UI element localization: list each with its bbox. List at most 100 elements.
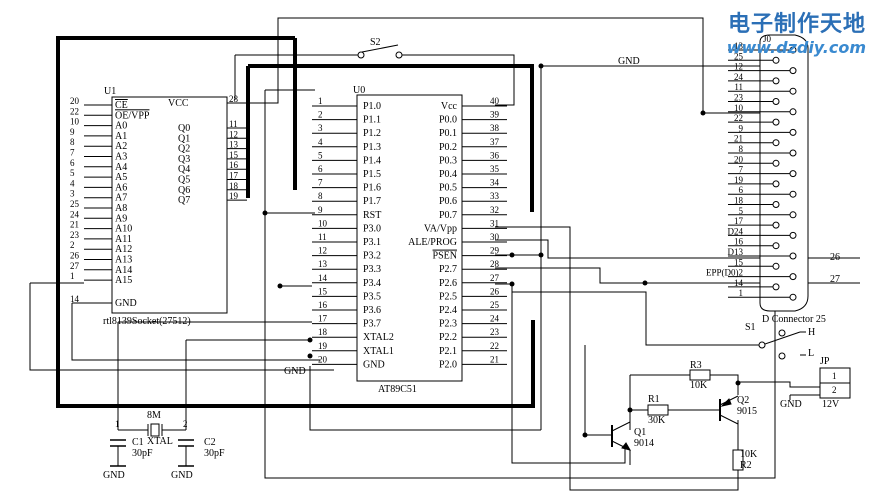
u0-pin-number: 37: [490, 137, 500, 147]
u1-pin-number: 26: [70, 251, 80, 261]
q1-ref: Q1: [634, 427, 646, 438]
s1-h-label: H: [808, 327, 815, 338]
u0-pin-name: P3.2: [363, 251, 381, 262]
connector-pin-number: 18: [734, 196, 744, 206]
connector-pin-hole: [772, 180, 780, 188]
u0-pin-number: 15: [318, 286, 328, 296]
u1-pin-name: A4: [115, 162, 127, 173]
resistor-r1: [647, 404, 669, 416]
jp-pin1: 1: [832, 371, 837, 381]
u1-pin-name: A15: [115, 275, 132, 286]
connector-pin-hole: [789, 252, 797, 260]
connector-pin-hole: [772, 242, 780, 250]
u0-pin-number: 38: [490, 123, 500, 133]
u0-pin-name: P3.4: [363, 278, 381, 289]
u0-pin-number: 24: [490, 314, 500, 324]
u1-pin-number: 18: [229, 181, 239, 191]
u0-pin-number: 36: [490, 150, 500, 160]
u1-pin-name: A1: [115, 131, 127, 142]
u0-pin-number: 16: [318, 300, 328, 310]
connector-pin-hole: [772, 139, 780, 147]
q2-ref: Q2: [737, 395, 749, 406]
u0-pin-number: 39: [490, 110, 500, 120]
connector-pin-number: 23: [734, 93, 744, 103]
connector-pin-hole: [789, 293, 797, 301]
u0-pin-name: P3.5: [363, 291, 381, 302]
r3-val: 10K: [690, 380, 708, 391]
connector-body: [759, 34, 809, 312]
u0-pin-name: P2.4: [439, 305, 457, 316]
u1-pin-name: A10: [115, 224, 132, 235]
u0-pin-name: P3.3: [363, 264, 381, 275]
u0-ref: U0: [353, 85, 365, 96]
u1-pin-name: GND: [115, 298, 137, 309]
u0-pin-number: 5: [318, 150, 323, 160]
u0-pin-name: P0.0: [439, 115, 457, 126]
u1-pin-number: 7: [70, 148, 75, 158]
connector-pin-hole: [772, 159, 780, 167]
jp-pin2: 2: [832, 385, 837, 395]
u1-pin-name: A0: [115, 121, 127, 132]
r2-ref: R2: [740, 460, 752, 471]
u1-pin-name: A5: [115, 172, 127, 183]
u0-pin-name: Vcc: [441, 101, 458, 112]
u0-pin-number: 12: [318, 246, 327, 256]
junctions: [262, 63, 741, 438]
u0-pin-name: VA/Vpp: [424, 223, 457, 234]
u1-pin-name: A8: [115, 203, 127, 214]
u0-pin-name: P1.6: [363, 183, 381, 194]
u0-name: AT89C51: [378, 384, 417, 395]
connector-pin-number: 1: [739, 288, 744, 298]
u1-pin-number: 6: [70, 158, 75, 168]
capacitor-c1: [110, 439, 126, 467]
connector-pin-number: 5: [739, 206, 744, 216]
r3-ref: R3: [690, 360, 702, 371]
u1-pin-number: 9: [70, 127, 75, 137]
u0-pin-number: 28: [490, 259, 500, 269]
crystal-xtal: [147, 423, 163, 437]
u0-pin-name: P1.5: [363, 169, 381, 180]
s1-label: S1: [745, 322, 756, 333]
u0-pin-name: P3.7: [363, 319, 381, 330]
c2-ref: C2: [204, 437, 216, 448]
connector-pin-hole: [772, 118, 780, 126]
u0-pin-number: 27: [490, 273, 500, 283]
u0-pin-number: 14: [318, 273, 328, 283]
u0-pin-number: 31: [490, 218, 499, 228]
u0-pin-name: P1.7: [363, 196, 381, 207]
u0-pin-name: P3.0: [363, 223, 381, 234]
u0-pin-number: 3: [318, 123, 323, 133]
connector-pin-number: 6: [739, 185, 744, 195]
connector-pin-number: 20: [734, 154, 744, 164]
u1-pin-name: A11: [115, 234, 132, 245]
u0-pin-number: 19: [318, 341, 328, 351]
u0-pin-name: P3.6: [363, 305, 381, 316]
connector-pin-hole: [789, 231, 797, 239]
u0-pin-number: 22: [490, 341, 499, 351]
net-27-label: 27: [830, 274, 840, 285]
u0-pin-name: P0.7: [439, 210, 457, 221]
u1-pin-number: 21: [70, 220, 79, 230]
u0-pin-number: 32: [490, 205, 499, 215]
u0-pin-name: ALE/PROG: [408, 237, 457, 248]
u0-pin-name: PSEN: [433, 251, 457, 262]
u1-pin-number: 13: [229, 140, 239, 150]
u0-pin-number: 8: [318, 191, 323, 201]
connector-pin-hole: [772, 283, 780, 291]
u0-pin-name: P2.5: [439, 291, 457, 302]
connector-pin-number: 16: [734, 237, 744, 247]
u1-pin-name: Q5: [178, 175, 190, 186]
jp-12v: 12V: [822, 399, 840, 410]
u0-pin-number: 40: [490, 96, 500, 106]
u1-pin-number: 22: [70, 106, 79, 116]
u1-pin-name: A7: [115, 193, 127, 204]
u0-pin-name: P0.5: [439, 183, 457, 194]
u0-pin-number: 26: [490, 286, 500, 296]
connector-pin-hole: [789, 211, 797, 219]
connector-pin-hole: [772, 201, 780, 208]
connector-pin-number: 10: [734, 103, 744, 113]
u0-pin-number: 23: [490, 327, 500, 337]
watermark: 电子制作天地 www.dzdiy.com: [727, 6, 866, 57]
u1-pin-name: Q3: [178, 154, 190, 165]
xtal-ref: 8M: [147, 410, 161, 421]
